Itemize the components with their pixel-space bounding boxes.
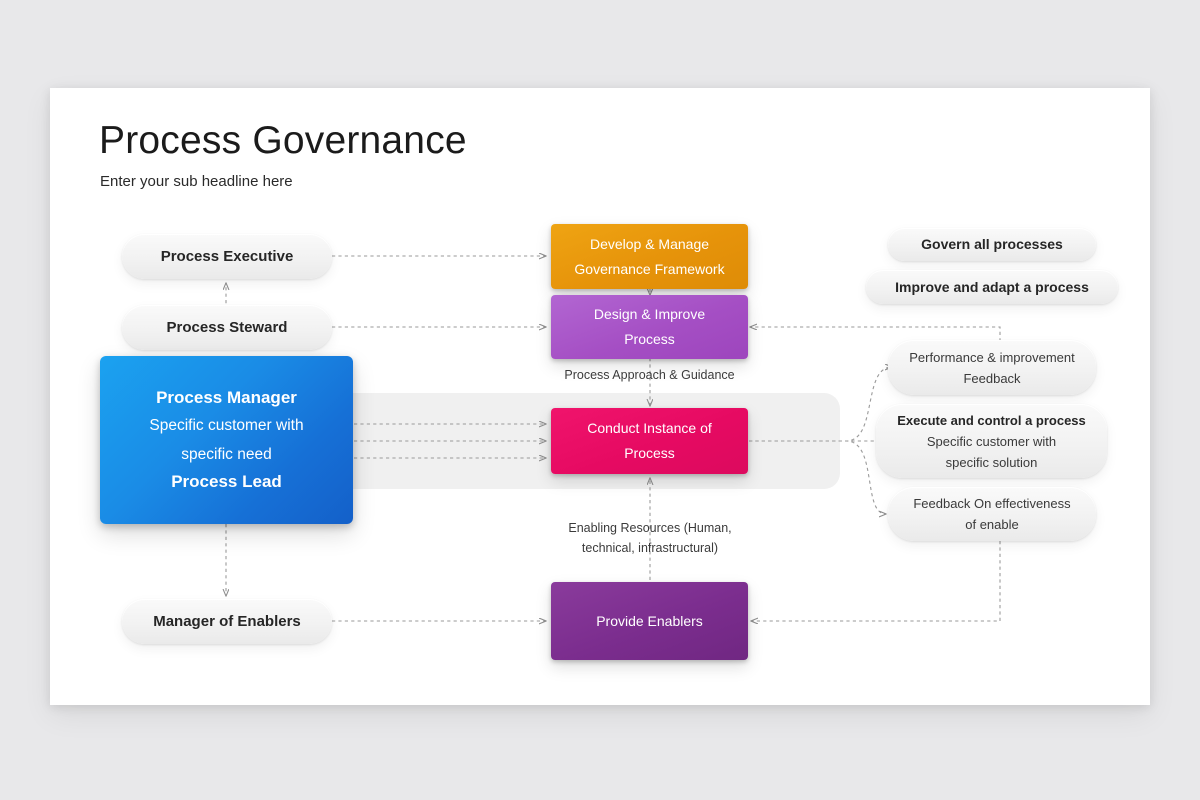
node-manager-of-enablers-label: Manager of Enablers [153,613,301,630]
node-manager-of-enablers[interactable]: Manager of Enablers [122,599,332,644]
node-improve-adapt-process-label: Improve and adapt a process [895,278,1089,295]
node-develop-manage-line1: Develop & Manage [589,235,710,252]
link-feedback-to-provide [751,541,1001,621]
node-conduct-instance-of-process[interactable]: Conduct Instance of Process [551,408,748,474]
node-design-improve-line2: Process [624,331,675,347]
caption-enabling-resources: Enabling Resources (Human, technical, in… [548,518,752,558]
node-execute-control-process[interactable]: Execute and control a process Specific c… [876,404,1107,478]
node-develop-manage-line2: Governance Framework [574,260,725,277]
node-feedback-enable-line1: Feedback On effectiveness [913,496,1071,511]
node-performance-feedback-line1: Performance & improvement [909,349,1075,365]
node-process-steward-label: Process Steward [166,319,288,336]
node-govern-all-processes[interactable]: Govern all processes [888,228,1096,261]
caption-process-approach-text: Process Approach & Guidance [564,368,735,382]
caption-enabling-resources-line2: technical, infrastructural) [581,541,719,555]
node-process-executive[interactable]: Process Executive [122,234,332,279]
page-subtitle: Enter your sub headline here [100,173,293,190]
node-performance-improvement-feedback[interactable]: Performance & improvement Feedback [888,340,1096,395]
node-provide-enablers[interactable]: Provide Enablers [551,582,748,660]
node-performance-feedback-line2: Feedback [963,370,1021,386]
node-execute-control-heading: Execute and control a process [897,412,1086,428]
node-process-steward[interactable]: Process Steward [122,305,332,350]
node-execute-control-line1: Specific customer with [926,433,1057,449]
node-design-improve-process[interactable]: Design & Improve Process [551,295,748,359]
node-conduct-instance-line2: Process [624,445,675,461]
node-process-manager-heading: Process Manager [156,388,297,407]
node-process-manager-body-line2: specific need [181,446,272,463]
node-feedback-enable-line2: of enable [965,517,1019,532]
node-process-executive-label: Process Executive [160,248,294,265]
node-process-manager-body-line1: Specific customer with [149,417,304,434]
node-improve-adapt-process[interactable]: Improve and adapt a process [866,270,1118,304]
node-feedback-on-effectiveness[interactable]: Feedback On effectiveness of enable [888,487,1096,541]
node-govern-all-processes-label: Govern all processes [921,236,1063,252]
caption-enabling-resources-line1: Enabling Resources (Human, [568,521,732,535]
node-execute-control-line2: specific solution [945,454,1038,470]
caption-process-approach: Process Approach & Guidance [551,365,748,385]
node-process-manager[interactable]: Process Manager Specific customer with s… [100,356,353,524]
node-develop-manage-governance[interactable]: Develop & Manage Governance Framework [551,224,748,289]
node-conduct-instance-line1: Conduct Instance of [587,420,712,436]
node-process-manager-footer: Process Lead [171,472,282,491]
node-design-improve-line1: Design & Improve [593,306,706,322]
node-provide-enablers-label: Provide Enablers [596,612,703,629]
link-conduct-to-performance [749,367,892,442]
link-conduct-to-feedback [749,440,886,514]
page-title: Process Governance [99,119,467,162]
